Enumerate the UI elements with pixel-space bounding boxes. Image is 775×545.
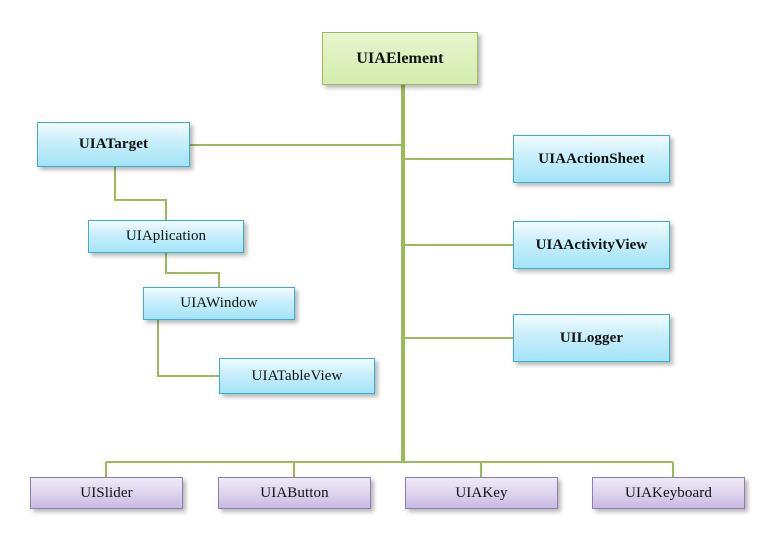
node-uiakey[interactable]: UIAKey xyxy=(405,477,558,509)
node-uiabutton-label: UIAButton xyxy=(260,484,329,501)
edge-application-window xyxy=(165,253,220,287)
node-uiakeyboard-label: UIAKeyboard xyxy=(625,484,712,501)
node-uiaplication-label: UIAplication xyxy=(125,228,207,245)
node-uiatarget-label: UIATarget xyxy=(78,136,149,153)
edge-window-tableview xyxy=(157,320,219,377)
node-uiabutton[interactable]: UIAButton xyxy=(218,477,371,509)
node-uiaplication[interactable]: UIAplication xyxy=(88,220,244,253)
node-uilogger-label: UILogger xyxy=(559,329,624,346)
node-uiatableview-label: UIATableView xyxy=(251,367,343,384)
node-uiaelement[interactable]: UIAElement xyxy=(322,32,478,85)
node-uilogger[interactable]: UILogger xyxy=(513,314,670,362)
node-uislider-label: UISlider xyxy=(80,484,133,501)
node-uiaelement-label: UIAElement xyxy=(356,49,444,67)
edge-target-application xyxy=(114,167,167,220)
node-uiaactionsheet[interactable]: UIAActionSheet xyxy=(513,135,670,183)
node-uiaactivityview[interactable]: UIAActivityView xyxy=(513,221,670,269)
node-uiakeyboard[interactable]: UIAKeyboard xyxy=(592,477,745,509)
node-uiawindow[interactable]: UIAWindow xyxy=(143,287,295,320)
node-uiaactionsheet-label: UIAActionSheet xyxy=(538,150,645,167)
node-uiatarget[interactable]: UIATarget xyxy=(37,122,190,167)
node-uislider[interactable]: UISlider xyxy=(30,477,183,509)
node-uiatableview[interactable]: UIATableView xyxy=(219,358,375,394)
node-uiakey-label: UIAKey xyxy=(455,484,508,501)
node-uiawindow-label: UIAWindow xyxy=(180,295,258,312)
node-uiaactivityview-label: UIAActivityView xyxy=(535,236,648,253)
